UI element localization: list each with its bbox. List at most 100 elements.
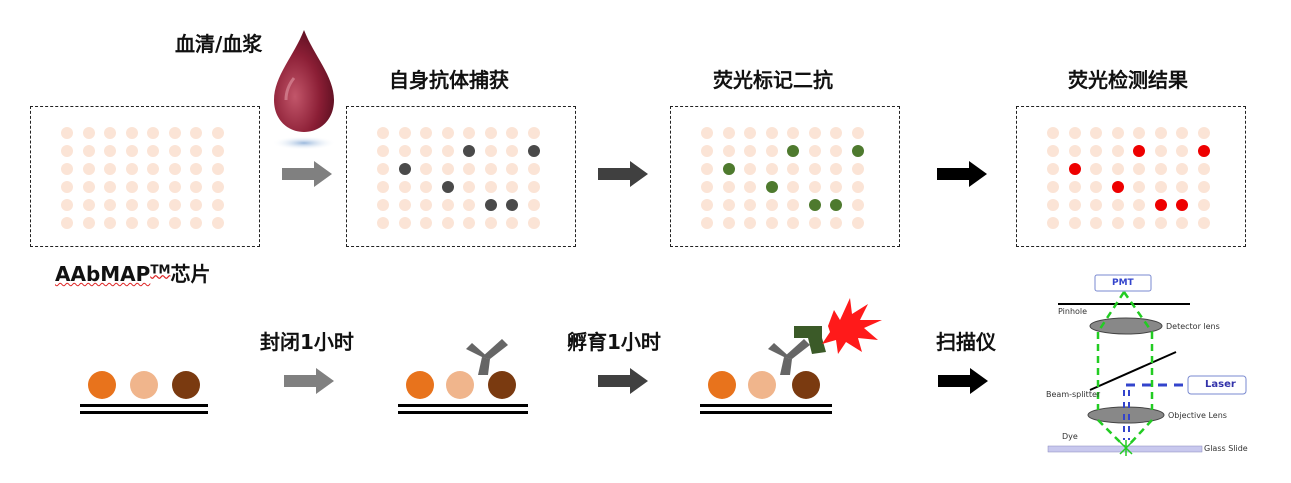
chip-panel-secondary: [670, 106, 900, 247]
chip-spot: [1090, 145, 1102, 157]
chip-spot: [851, 199, 864, 211]
chip-tm: TM: [150, 262, 171, 277]
arrow-right-icon: [937, 161, 987, 187]
detector-lens-label: Detector lens: [1166, 322, 1220, 331]
beads-with-antibody: [398, 339, 528, 414]
chip-spot: [744, 163, 756, 175]
chip-spot: [82, 181, 95, 193]
chip-spot: [82, 199, 95, 211]
chip-spot: [722, 199, 735, 211]
chip-spot: [61, 217, 73, 229]
chip-spot: [1197, 217, 1210, 229]
chip-spot: [1111, 145, 1124, 157]
chip-spot: [420, 145, 432, 157]
chip-spot: [527, 181, 540, 193]
secondary-antibody-icon: [794, 326, 826, 354]
chip-spot: [506, 145, 518, 157]
chip-spot: [82, 127, 95, 139]
chip-spot: [1111, 127, 1124, 139]
chip-spot: [787, 199, 799, 211]
chip-spot: [808, 181, 821, 193]
chip-spot: [830, 181, 842, 193]
chip-spot-highlighted: [1068, 163, 1081, 175]
chip-spot: [1047, 181, 1059, 193]
chip-spot: [765, 199, 778, 211]
chip-spot: [830, 127, 842, 139]
chip-spot: [1154, 145, 1167, 157]
pmt-label: PMT: [1112, 278, 1134, 288]
chip-spot: [1090, 199, 1102, 211]
chip-spot: [722, 217, 735, 229]
chip-spot: [787, 217, 799, 229]
antibody-icon: [466, 339, 508, 375]
chip-spot: [61, 181, 73, 193]
capture-label: 自身抗体捕获: [389, 68, 509, 92]
chip-spot: [420, 199, 432, 211]
chip-spot: [1068, 217, 1081, 229]
chip-spot: [168, 145, 181, 157]
chip-panel-blank: [30, 106, 260, 247]
glass-slide-label: Glass Slide: [1204, 444, 1248, 453]
chip-spot: [527, 217, 540, 229]
chip-name-label: AAbMAPTM芯片: [55, 258, 210, 287]
chip-spot: [190, 127, 202, 139]
chip-spot: [82, 145, 95, 157]
chip-spot: [463, 217, 475, 229]
chip-spot: [147, 127, 159, 139]
chip-spot-highlighted: [808, 199, 821, 211]
chip-panel-capture: [346, 106, 576, 247]
chip-spot: [168, 163, 181, 175]
chip-spot: [168, 217, 181, 229]
chip-spot: [1154, 217, 1167, 229]
chip-spot: [147, 199, 159, 211]
chip-spot: [61, 145, 73, 157]
chip-spot: [506, 181, 518, 193]
blood-drop-icon: [272, 30, 336, 150]
chip-spot: [190, 145, 202, 157]
chip-spot: [1047, 199, 1059, 211]
chip-spot-highlighted: [1197, 145, 1210, 157]
chip-spot: [441, 199, 454, 211]
chip-spot: [527, 127, 540, 139]
chip-spot: [211, 199, 224, 211]
chip-spot: [168, 199, 181, 211]
chip-spot-highlighted: [787, 145, 799, 157]
chip-spot-highlighted: [1154, 199, 1167, 211]
chip-spot: [211, 181, 224, 193]
chip-spot: [61, 127, 73, 139]
chip-spot: [744, 199, 756, 211]
chip-spot: [1197, 199, 1210, 211]
chip-spot: [1090, 163, 1102, 175]
chip-spot: [104, 163, 116, 175]
chip-spot-highlighted: [484, 199, 497, 211]
chip-spot: [211, 217, 224, 229]
chip-spot: [463, 163, 475, 175]
chip-spot: [808, 163, 821, 175]
chip-spot: [190, 217, 202, 229]
chip-spot: [147, 145, 159, 157]
chip-spot: [104, 199, 116, 211]
chip-spot: [1111, 217, 1124, 229]
chip-spot-highlighted: [527, 145, 540, 157]
chip-spot: [1047, 127, 1059, 139]
chip-spot: [377, 181, 389, 193]
chip-spot: [484, 181, 497, 193]
beam-splitter-label: Beam-splitter: [1046, 390, 1101, 399]
chip-spot-highlighted: [765, 181, 778, 193]
chip-spot: [1068, 145, 1081, 157]
chip-spot: [377, 145, 389, 157]
chip-spot-highlighted: [441, 181, 454, 193]
chip-spot: [420, 127, 432, 139]
chip-spot: [1176, 181, 1188, 193]
beads-blank: [80, 371, 208, 414]
pinhole-label: Pinhole: [1058, 307, 1088, 316]
chip-spot: [808, 127, 821, 139]
chip-spot: [377, 127, 389, 139]
chip-spot: [722, 127, 735, 139]
chip-spot: [441, 217, 454, 229]
chip-spot: [1133, 181, 1145, 193]
chip-spot: [851, 127, 864, 139]
chip-spot: [420, 163, 432, 175]
chip-name: AAbMAP: [55, 262, 151, 286]
chip-spot: [147, 181, 159, 193]
